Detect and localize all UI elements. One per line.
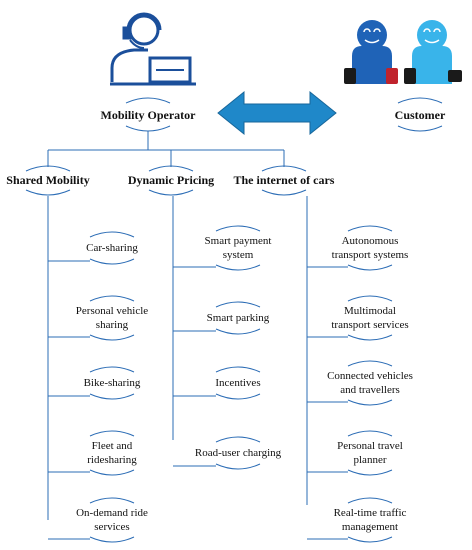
customer-bracket bbox=[397, 97, 443, 132]
category-label: The internet of cars bbox=[233, 173, 335, 187]
operator-label: Mobility Operator bbox=[100, 108, 196, 122]
item-bracket bbox=[89, 430, 135, 476]
operator-icon bbox=[110, 12, 196, 86]
item-label: Incentives bbox=[215, 377, 261, 389]
customer-icon bbox=[344, 20, 462, 84]
item-bracket bbox=[89, 295, 135, 341]
item-bracket bbox=[215, 301, 261, 335]
item-bracket bbox=[89, 231, 135, 265]
item-label: Car-sharing bbox=[86, 242, 138, 254]
category-label: Shared Mobility bbox=[6, 173, 90, 187]
item-bracket bbox=[215, 366, 261, 400]
item-bracket bbox=[215, 225, 261, 271]
category-bracket bbox=[261, 165, 307, 196]
item-bracket bbox=[347, 497, 393, 543]
item-bracket bbox=[347, 360, 393, 406]
item-label: Road-user charging bbox=[194, 447, 282, 459]
double-arrow bbox=[217, 90, 337, 136]
item-bracket bbox=[215, 436, 261, 470]
item-bracket bbox=[347, 225, 393, 271]
item-bracket bbox=[347, 295, 393, 341]
item-label: Smart parking bbox=[206, 312, 270, 324]
category-bracket bbox=[148, 165, 194, 196]
item-bracket bbox=[89, 366, 135, 400]
item-bracket bbox=[89, 497, 135, 543]
item-bracket bbox=[347, 430, 393, 476]
category-bracket bbox=[25, 165, 71, 196]
item-label: Bike-sharing bbox=[83, 377, 141, 389]
category-label: Dynamic Pricing bbox=[127, 173, 215, 187]
customer-label: Customer bbox=[394, 108, 446, 122]
